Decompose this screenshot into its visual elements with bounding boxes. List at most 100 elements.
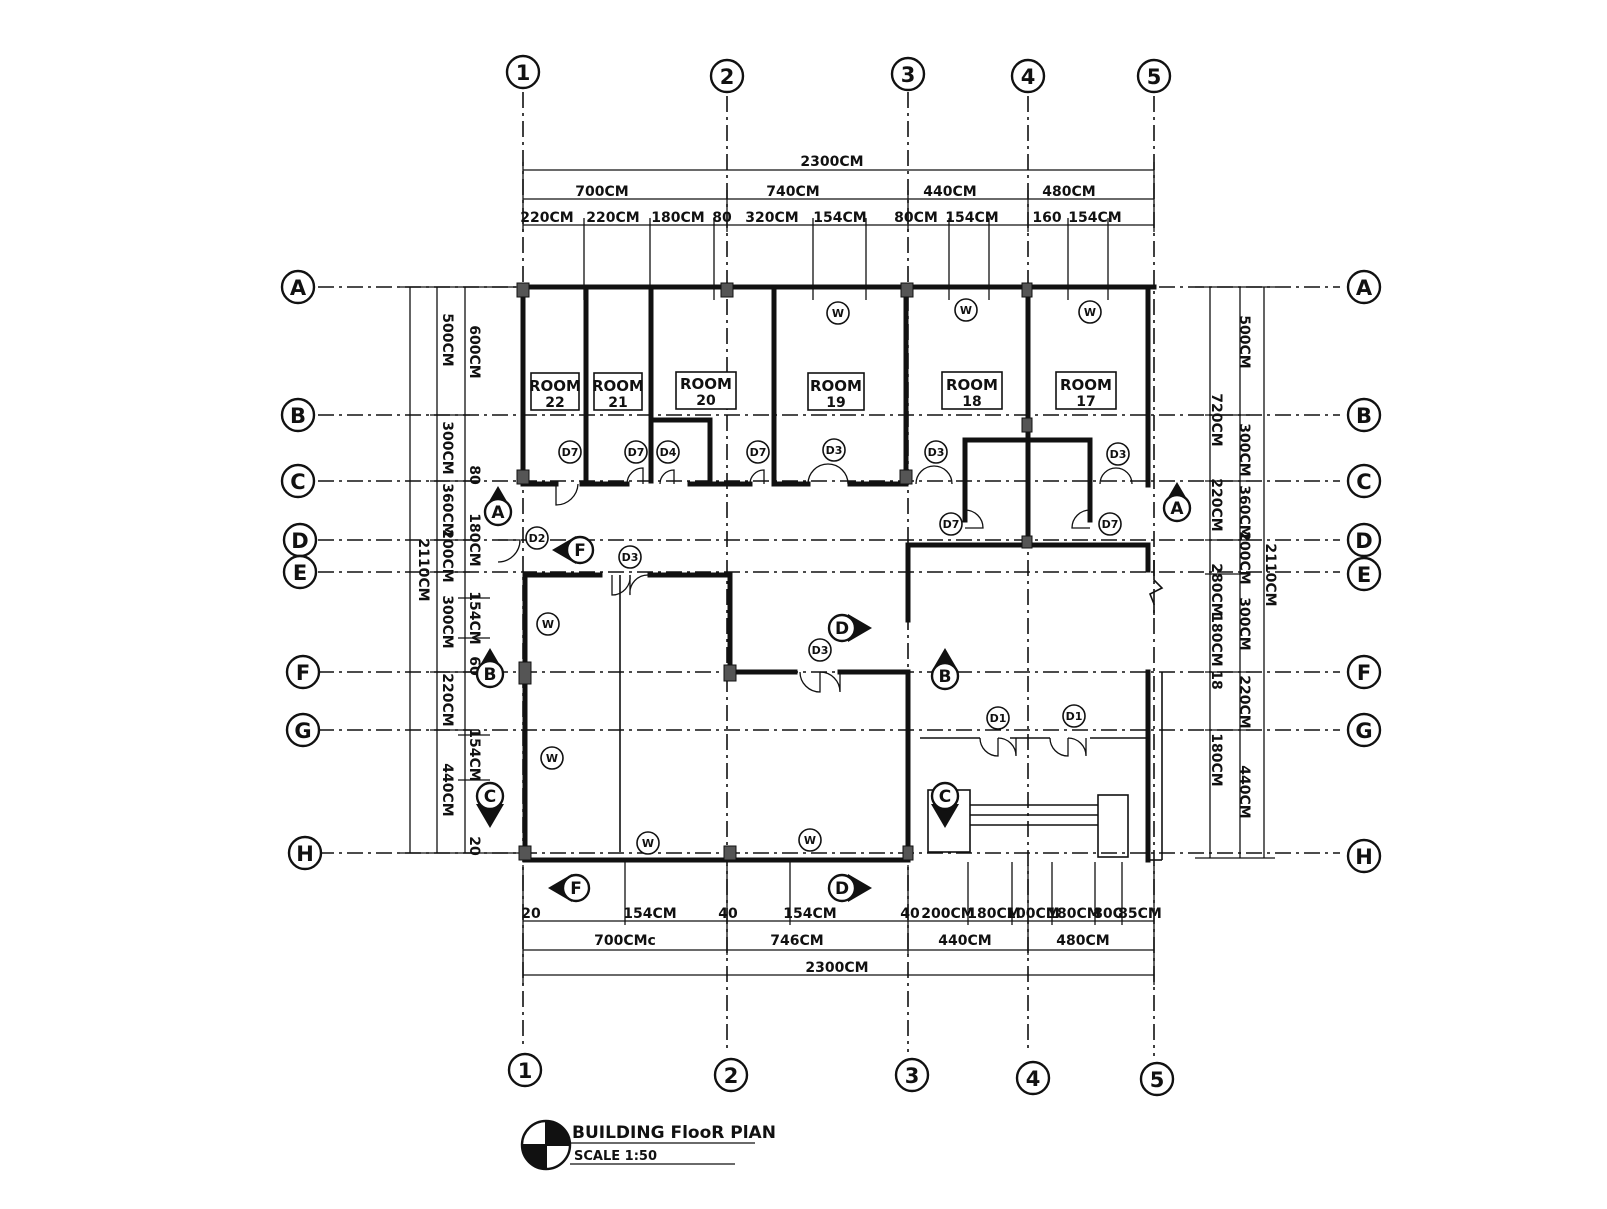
grid-axes-horizontal (318, 286, 1340, 854)
bay-dim: 480CM (1042, 184, 1095, 200)
right-dimensions: 500CM 300CM 360CM 200CM 300CM 220CM 440C… (1195, 286, 1278, 859)
grid-row-bubbles: A B C D E F G H A B C D E F G H (280, 269, 1382, 874)
room-label: ROOM (592, 377, 644, 395)
room-number: 22 (545, 395, 564, 411)
door-swings (497, 463, 1133, 757)
bay-dim: 440CM (938, 933, 991, 949)
grid-col-label: 4 (1021, 65, 1036, 89)
room-label: ROOM (946, 376, 998, 394)
window-tags: W W W W W W W (536, 298, 1102, 855)
grid-col-label: 5 (1150, 1068, 1165, 1092)
door-tag: D7 (750, 446, 767, 459)
group-dim: 440CM (1236, 765, 1252, 818)
detail-dim: 180CM (1047, 906, 1100, 922)
section-mark-label: C (939, 787, 951, 807)
detail-dim: 220CM (520, 210, 573, 226)
segment-dim: 180CM (1208, 733, 1224, 786)
window-tag: W (804, 834, 816, 847)
detail-dim: 200CM (921, 906, 974, 922)
grid-col-label: 2 (724, 1064, 739, 1088)
detail-dim: 40 (900, 906, 920, 922)
segment-dim: 18 (1208, 670, 1224, 689)
door-tag: D3 (812, 644, 829, 657)
grid-col-label: 3 (905, 1064, 920, 1088)
bay-dim: 480CM (1056, 933, 1109, 949)
detail-dim: 154CM (945, 210, 998, 226)
grid-row-label: B (1356, 404, 1372, 428)
structural-columns (516, 282, 1033, 861)
group-dim: 300CM (439, 421, 455, 474)
segment-dim: 180CM (1208, 613, 1224, 666)
window-tag: W (642, 837, 654, 850)
group-dim: 360CM (1236, 485, 1252, 538)
window-tag: W (1084, 306, 1096, 319)
segment-dim: 154CM (466, 728, 482, 781)
detail-dim: 154CM (1068, 210, 1121, 226)
detail-dim: 80C (1093, 906, 1123, 922)
group-dim: 300CM (1236, 423, 1252, 476)
segment-dim: 154CM (466, 591, 482, 644)
door-tag: D3 (1110, 448, 1127, 461)
detail-dim: 100CM (1006, 906, 1059, 922)
door-tag: D3 (928, 446, 945, 459)
section-mark-label: A (1170, 499, 1184, 519)
overall-height-dim: 2110CM (1262, 543, 1278, 606)
grid-row-label: H (296, 842, 314, 866)
grid-row-label: A (1356, 276, 1373, 300)
overall-width-dim: 2300CM (805, 960, 868, 976)
group-dim: 200CM (1236, 531, 1252, 584)
room-label: ROOM (680, 375, 732, 393)
room-labels: ROOM 22 ROOM 21 ROOM 20 ROOM 19 ROOM 18 … (529, 371, 1117, 411)
door-tag: D3 (622, 551, 639, 564)
left-dimensions: 2110CM 500CM 300CM 360CM 200CM 300CM 220… (400, 286, 520, 856)
overall-height-dim: 2110CM (415, 538, 431, 601)
segment-dim: 20 (466, 836, 482, 856)
grid-row-label: D (291, 529, 308, 553)
room-number: 20 (696, 393, 716, 409)
detail-dim: 180CM (967, 906, 1020, 922)
door-tag: D7 (943, 518, 960, 531)
grid-col-label: 1 (518, 1059, 533, 1083)
door-tag: D7 (562, 446, 579, 459)
detail-dim: 160 (1032, 210, 1061, 226)
grid-column-bubbles: 1 2 3 4 5 1 2 3 4 5 (505, 54, 1175, 1097)
group-dim: 300CM (439, 595, 455, 648)
segment-dim: 280CM (1208, 563, 1224, 616)
section-mark-label: D (835, 879, 849, 899)
door-tag: D1 (990, 712, 1007, 725)
section-mark-label: B (484, 665, 497, 685)
group-dim: 440CM (439, 763, 455, 816)
room-number: 18 (962, 394, 981, 410)
section-mark-label: C (484, 787, 496, 807)
grid-row-label: E (1357, 563, 1371, 587)
walls (520, 284, 1164, 863)
door-tag: D3 (826, 444, 843, 457)
plan-title: BUILDING FlooR PlAN (572, 1123, 776, 1143)
grid-col-label: 3 (901, 63, 916, 87)
detail-dim: 80 (712, 210, 732, 226)
door-tag: D1 (1066, 710, 1083, 723)
group-dim: 500CM (439, 313, 455, 366)
section-mark-label: B (939, 667, 952, 687)
group-dim: 300CM (1236, 597, 1252, 650)
section-mark-label: D (835, 619, 849, 639)
grid-row-label: G (1355, 719, 1372, 743)
bay-dim: 440CM (923, 184, 976, 200)
overall-width-dim: 2300CM (800, 154, 863, 170)
grid-col-label: 2 (720, 65, 735, 89)
grid-row-label: F (296, 661, 310, 685)
door-tag: D7 (1102, 518, 1119, 531)
bay-dim: 700CM (575, 184, 628, 200)
window-tag: W (546, 752, 558, 765)
bay-dim: 746CM (770, 933, 823, 949)
group-dim: 500CM (1236, 315, 1252, 368)
grid-row-label: D (1355, 529, 1372, 553)
group-dim: 200CM (439, 529, 455, 582)
window-tag: W (542, 618, 554, 631)
door-tags: D7 D7 D7 D7 D7 D4 D3 D3 D3 D3 D3 D2 D1 D… (525, 438, 1130, 730)
grid-col-label: 5 (1147, 65, 1162, 89)
detail-dim: 154CM (813, 210, 866, 226)
grid-row-label: A (290, 276, 307, 300)
grid-row-label: C (290, 470, 305, 494)
